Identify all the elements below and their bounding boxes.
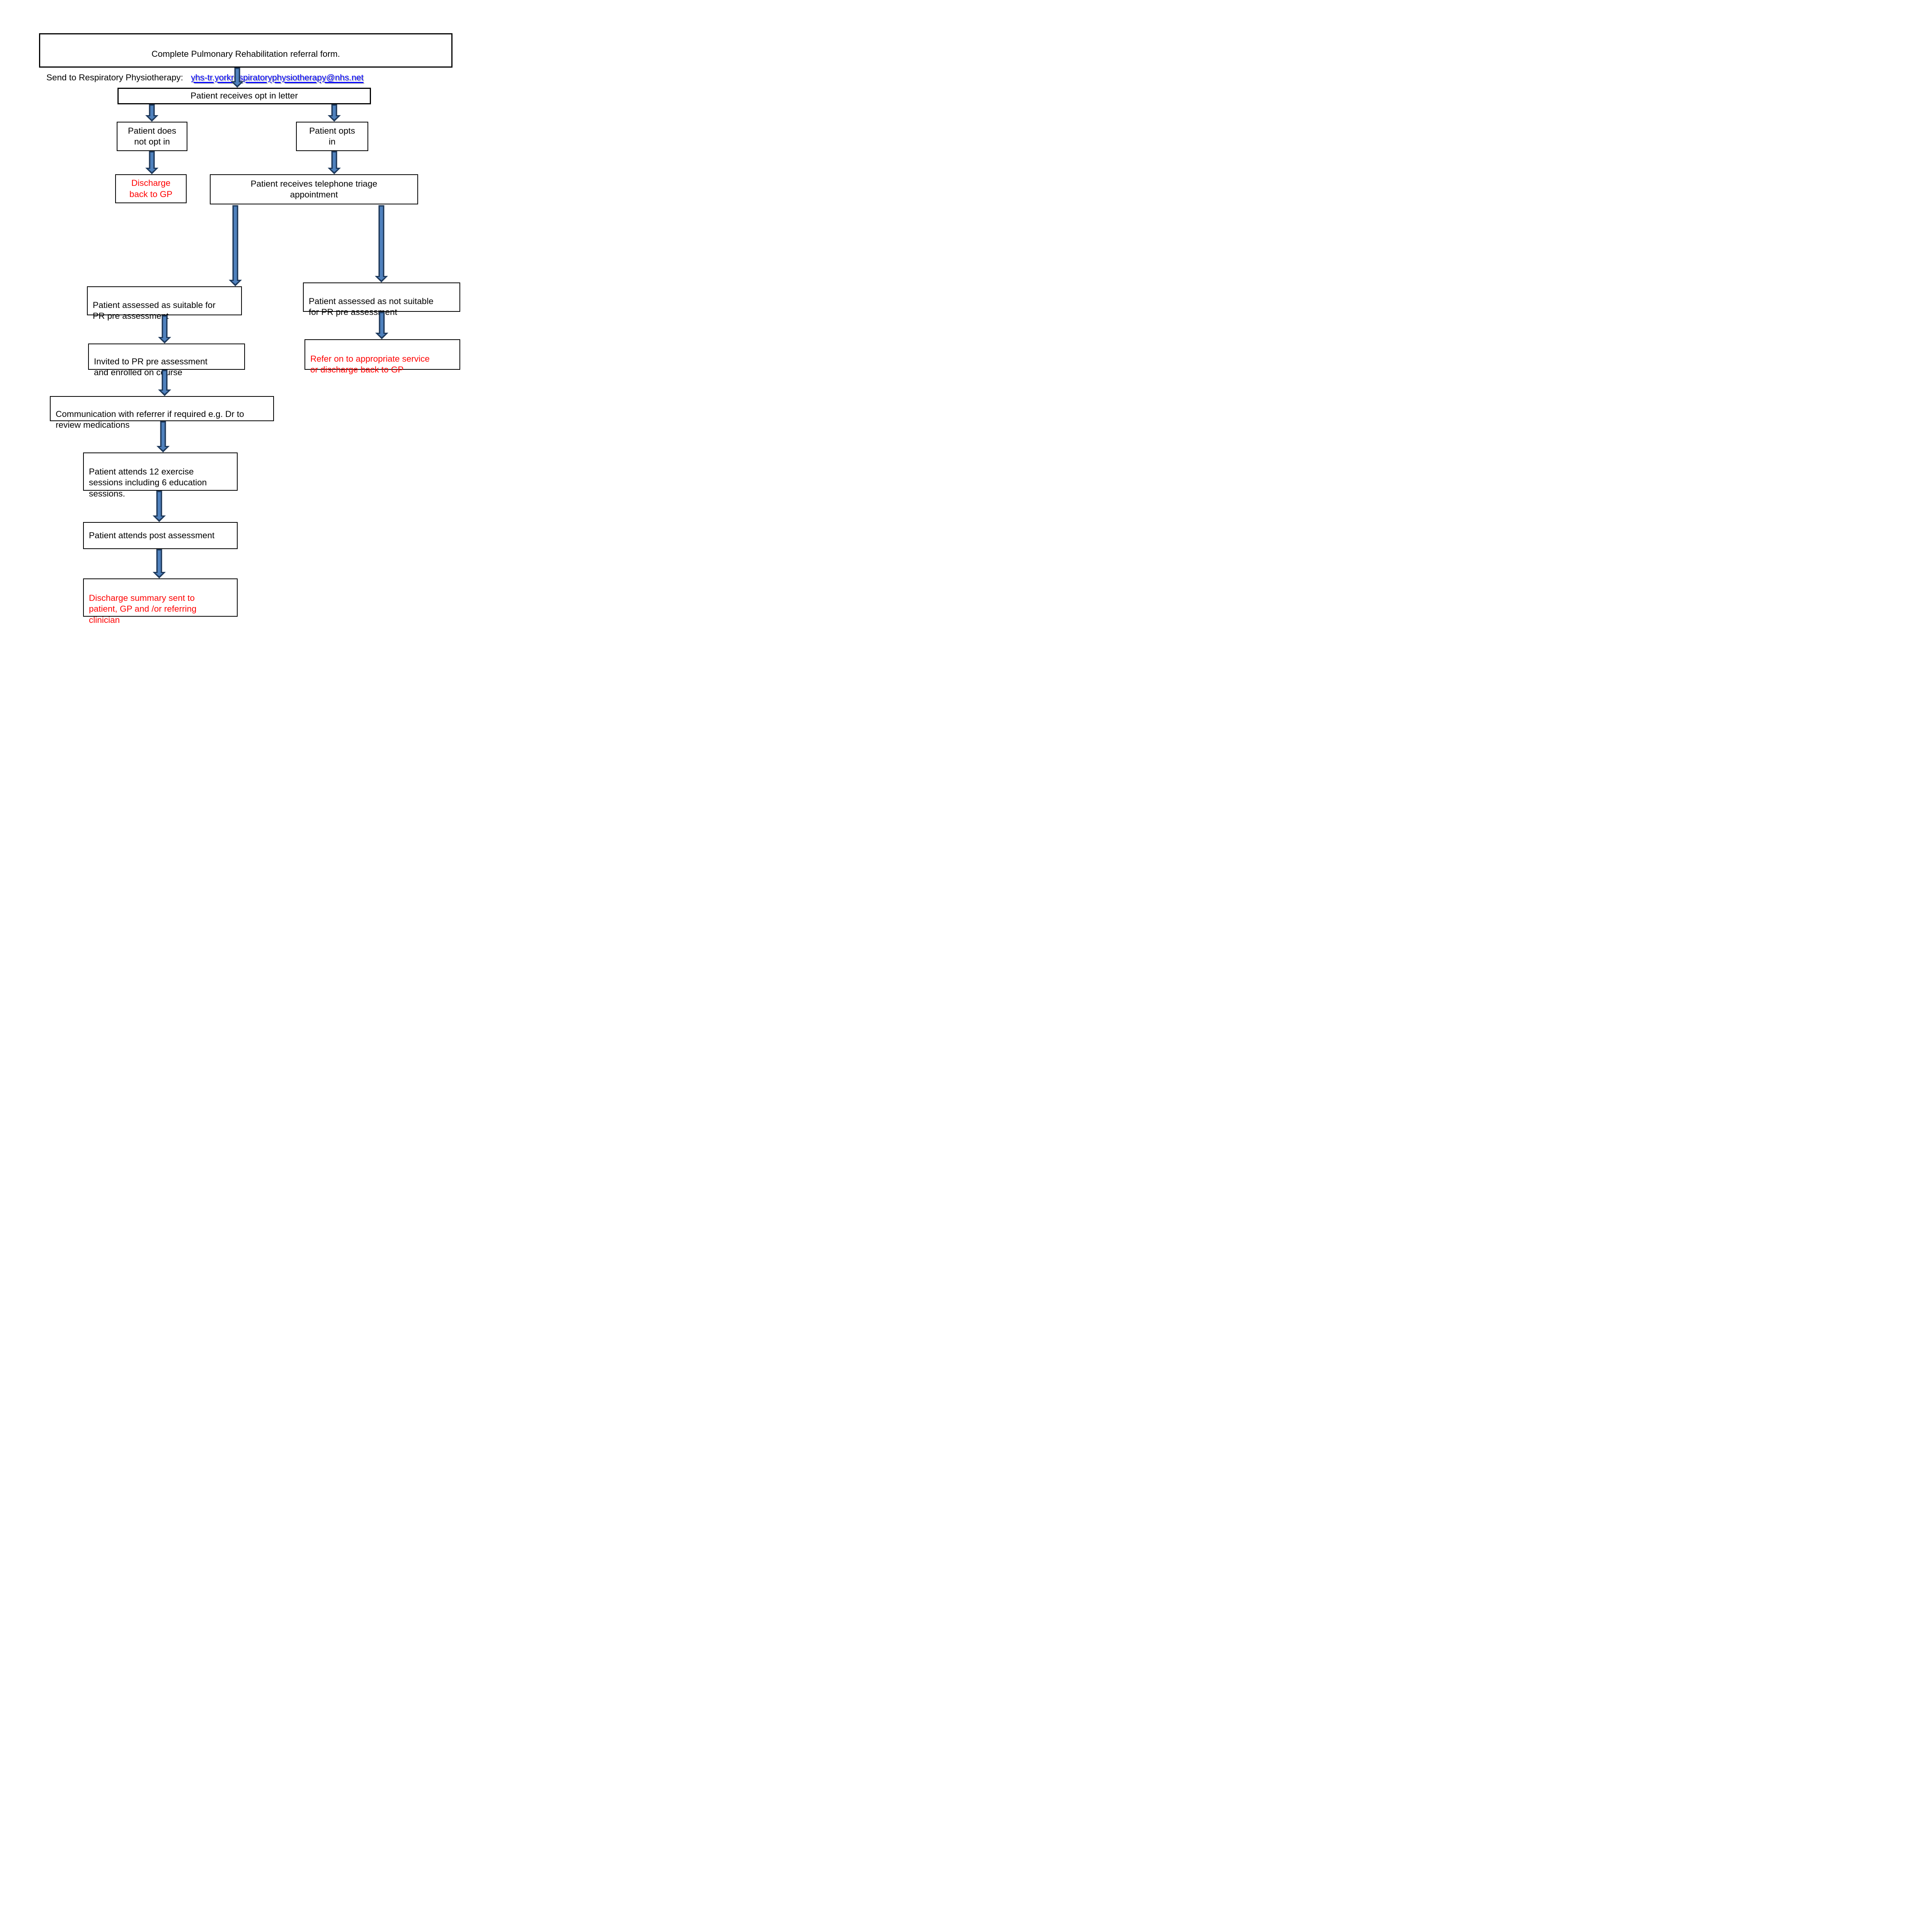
node-label: Discharge back to GP: [129, 178, 173, 199]
node-post-assessment: Patient attends post assessment: [83, 522, 238, 549]
node-label: Patient attends 12 exercise sessions inc…: [89, 466, 207, 498]
flow-arrow-referralForm-to-optInLetter: [231, 68, 244, 88]
node-opts-in: Patient opts in: [296, 122, 368, 151]
flow-arrow-suitable-to-invited: [158, 315, 171, 344]
referral-form-title: Complete Pulmonary Rehabilitation referr…: [151, 49, 340, 59]
node-label: Refer on to appropriate service or disch…: [310, 354, 430, 375]
node-exercise-sessions: Patient attends 12 exercise sessions inc…: [83, 452, 238, 498]
node-discharge-back-to-gp: Discharge back to GP: [115, 174, 187, 203]
node-does-not-opt-in: Patient does not opt in: [117, 122, 187, 151]
node-refer-on-or-discharge: Refer on to appropriate service or disch…: [304, 339, 460, 374]
email-link[interactable]: yhs-tr.yorkrespiratoryphysiotherapy@nhs.…: [191, 72, 364, 82]
flow-arrow-optInLetter-to-optsIn: [328, 104, 341, 122]
node-label: Patient attends post assessment: [89, 530, 215, 540]
flow-arrow-communication-to-exerciseSessions: [156, 421, 170, 452]
node-label: Patient does not opt in: [128, 126, 177, 147]
node-label: Patient receives telephone triage appoin…: [250, 179, 378, 200]
flow-arrow-optsIn-to-telephoneTriage: [328, 151, 341, 174]
flow-arrow-postAssessment-to-dischargeSummary: [153, 549, 166, 578]
node-communication-referrer: Communication with referrer if required …: [50, 396, 274, 430]
flow-arrow-notSuitable-to-referOn: [375, 312, 388, 339]
node-label: Patient opts in: [309, 126, 355, 147]
node-label: Patient assessed as not suitable for PR …: [309, 296, 434, 317]
flow-arrow-telephoneTriage-to-suitable: [229, 205, 242, 286]
flow-arrow-exerciseSessions-to-postAssessment: [153, 491, 166, 522]
node-label: Patient assessed as suitable for PR pre …: [93, 300, 216, 321]
node-opt-in-letter: Patient receives opt in letter: [117, 88, 371, 104]
flow-arrow-doesNotOptIn-to-dischargeBackToGP: [145, 151, 158, 174]
node-label: Patient receives opt in letter: [191, 91, 298, 101]
node-assessed-suitable: Patient assessed as suitable for PR pre …: [87, 286, 242, 321]
node-invited-enrolled: Invited to PR pre assessment and enrolle…: [88, 344, 245, 377]
node-label: Communication with referrer if required …: [56, 409, 244, 430]
node-label: Invited to PR pre assessment and enrolle…: [94, 356, 208, 378]
flow-arrow-telephoneTriage-to-notSuitable: [375, 205, 388, 282]
node-assessed-not-suitable: Patient assessed as not suitable for PR …: [303, 282, 460, 317]
referral-form-send-line: Send to Respiratory Physiotherapy: yhs-t…: [45, 72, 447, 83]
send-to-label: Send to Respiratory Physiotherapy:: [46, 72, 183, 82]
node-referral-form: Complete Pulmonary Rehabilitation referr…: [39, 33, 452, 82]
node-label: Discharge summary sent to patient, GP an…: [89, 593, 197, 625]
node-discharge-summary: Discharge summary sent to patient, GP an…: [83, 578, 238, 625]
flowchart-canvas: Complete Pulmonary Rehabilitation referr…: [0, 0, 479, 678]
node-telephone-triage: Patient receives telephone triage appoin…: [210, 174, 418, 204]
flow-arrow-optInLetter-to-doesNotOptIn: [145, 104, 158, 122]
flow-arrow-invited-to-communication: [158, 370, 171, 396]
